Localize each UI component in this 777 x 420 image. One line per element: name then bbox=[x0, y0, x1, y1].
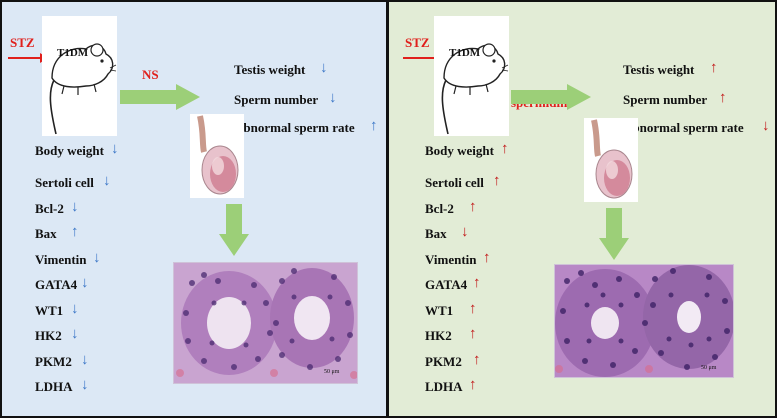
arrow-down-icon: ↓ bbox=[103, 173, 111, 189]
marker-label: Bax bbox=[35, 226, 57, 241]
down-arrow-icon bbox=[599, 208, 629, 260]
arrow-down-icon: ↓ bbox=[71, 198, 79, 215]
marker-label: HK2 bbox=[35, 328, 62, 343]
marker-label: Bcl-2 bbox=[35, 200, 64, 216]
arrow-up-icon: ↑ bbox=[719, 90, 727, 106]
mouse-label: T1DM bbox=[449, 47, 481, 59]
arrow-up-icon: ↑ bbox=[483, 249, 491, 266]
marker-label: PKM2 bbox=[35, 353, 72, 369]
marker-label: Vimentin bbox=[35, 251, 87, 267]
arrow-up-icon: ↑ bbox=[710, 60, 718, 76]
marker-label: HK2 bbox=[425, 328, 452, 343]
arrow-up-icon: ↑ bbox=[473, 351, 481, 368]
marker-label: Sertoli cell bbox=[35, 175, 94, 190]
arrow-up-icon: ↑ bbox=[469, 326, 477, 342]
body-weight-label: Body weight bbox=[35, 143, 104, 158]
marker-label: LDHA bbox=[35, 379, 73, 394]
stz-label: STZ bbox=[405, 35, 430, 50]
arrow-down-icon: ↓ bbox=[71, 326, 79, 342]
histology-image-ns: 50 μm bbox=[173, 262, 358, 384]
arrow-down-icon: ↓ bbox=[81, 275, 89, 291]
marker-label: PKM2 bbox=[425, 353, 462, 369]
arrow-down-icon: ↓ bbox=[71, 300, 79, 317]
testis-icon bbox=[190, 114, 244, 198]
arrow-down-icon: ↓ bbox=[81, 351, 89, 368]
arrow-up-icon: ↑ bbox=[473, 275, 481, 291]
arrow-up-icon: ↑ bbox=[501, 141, 509, 157]
marker-label: GATA4 bbox=[425, 277, 468, 292]
arrow-down-icon: ↓ bbox=[81, 377, 89, 393]
outcome-abnormal-sperm-rate: Abnormal sperm rate bbox=[234, 120, 355, 135]
panel-spermidine: STZ T1DM spermidine Testis weight ↑ Sper… bbox=[387, 0, 777, 418]
arrow-down-icon: ↓ bbox=[93, 249, 101, 266]
outcome-sperm-number: Sperm number bbox=[234, 92, 319, 107]
scale-bar-label: 50 μm bbox=[324, 369, 340, 375]
arrow-up-icon: ↑ bbox=[493, 173, 501, 189]
marker-label: GATA4 bbox=[35, 277, 78, 292]
treatment-arrow-icon bbox=[511, 84, 591, 110]
testis-icon bbox=[584, 118, 638, 202]
arrow-up-icon: ↑ bbox=[469, 198, 477, 215]
arrow-down-icon: ↓ bbox=[329, 90, 337, 106]
body-weight-label: Body weight bbox=[425, 143, 494, 158]
mouse-icon bbox=[42, 16, 117, 136]
outcome-sperm-number: Sperm number bbox=[623, 92, 708, 107]
down-arrow-icon bbox=[219, 204, 249, 256]
mouse-icon bbox=[434, 16, 509, 136]
arrow-down-icon: ↓ bbox=[111, 141, 119, 157]
marker-label: WT1 bbox=[35, 302, 64, 318]
outcome-testis-weight: Testis weight bbox=[623, 62, 695, 77]
arrow-up-icon: ↑ bbox=[469, 377, 477, 393]
marker-label: LDHA bbox=[425, 379, 463, 394]
arrow-down-icon: ↓ bbox=[320, 60, 328, 76]
outcome-testis-weight: Testis weight bbox=[234, 62, 306, 77]
marker-label: WT1 bbox=[425, 302, 454, 318]
marker-label: Bax bbox=[425, 226, 447, 241]
treatment-arrow-icon bbox=[120, 84, 200, 110]
scale-bar-label: 50 μm bbox=[701, 365, 717, 371]
arrow-up-icon: ↑ bbox=[370, 118, 378, 134]
treatment-label: NS bbox=[142, 67, 159, 82]
marker-label: Sertoli cell bbox=[425, 175, 484, 190]
mouse-label: T1DM bbox=[57, 47, 89, 59]
marker-label: Bcl-2 bbox=[425, 200, 454, 216]
arrow-up-icon: ↑ bbox=[71, 224, 79, 240]
marker-label: Vimentin bbox=[425, 251, 477, 267]
histology-image-spermidine: 50 μm bbox=[554, 264, 734, 378]
arrow-up-icon: ↑ bbox=[469, 300, 477, 317]
arrow-down-icon: ↓ bbox=[461, 224, 469, 240]
arrow-down-icon: ↓ bbox=[762, 118, 770, 134]
outcome-abnormal-sperm-rate: Abnormal sperm rate bbox=[623, 120, 744, 135]
panel-ns-control: STZ T1DM NS Testis weight ↓ Sperm number… bbox=[0, 0, 388, 418]
stz-label: STZ bbox=[10, 35, 35, 50]
